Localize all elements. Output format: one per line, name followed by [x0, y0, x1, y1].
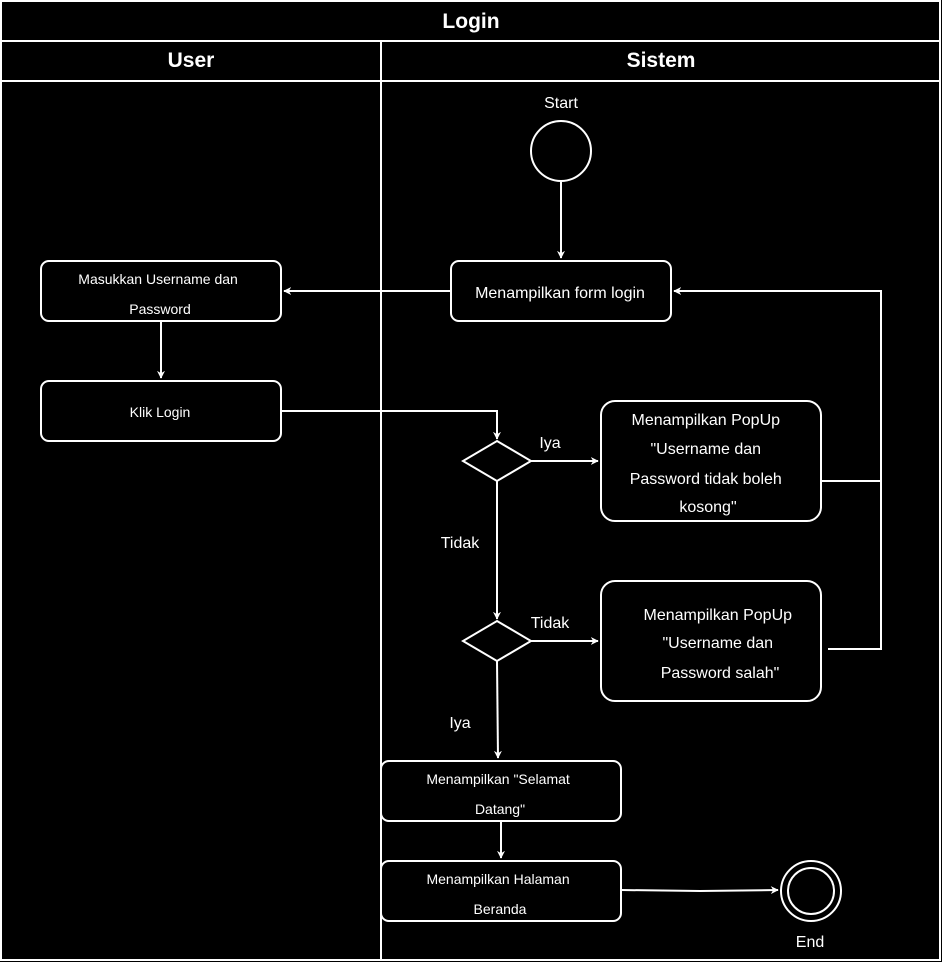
start-label: Start	[544, 95, 578, 112]
action-popup-empty	[600, 400, 822, 522]
action-home-text: Menampilkan Halaman Beranda	[426, 871, 573, 917]
action-popup-wrong-text: Menampilkan PopUp "Username dan Password…	[644, 607, 797, 682]
action-welcome-text: Menampilkan "Selamat Datang"	[426, 771, 573, 817]
action-input-credentials	[40, 260, 282, 322]
edge-click-to-decision1	[281, 410, 501, 440]
edge-popup-wrong-to-form	[828, 481, 882, 650]
start-node	[530, 120, 592, 182]
action-home	[380, 860, 622, 922]
edge-label-d2-no: Tidak	[531, 615, 571, 632]
action-welcome	[380, 760, 622, 822]
pool-title: Login	[442, 10, 499, 33]
edge-label-d2-yes: Iya	[449, 715, 470, 732]
edge-popup-empty-to-form	[673, 287, 882, 482]
action-popup-wrong	[600, 580, 822, 702]
end-label: End	[796, 934, 824, 951]
end-node-inner	[787, 867, 835, 915]
decision-credentials-valid	[461, 619, 533, 663]
action-show-login-form-text: Menampilkan form login	[475, 285, 645, 302]
action-click-login-text: Klik Login	[130, 404, 191, 420]
edge-home-to-end	[620, 886, 779, 895]
action-popup-empty-text: Menampilkan PopUp "Username dan Password…	[630, 412, 787, 516]
lane-header-user: User	[168, 49, 215, 72]
action-input-credentials-text: Masukkan Username dan Password	[78, 271, 241, 317]
lane-header-sistem: Sistem	[627, 49, 696, 72]
edge-label-d1-no: Tidak	[441, 535, 481, 552]
decision-fields-empty	[461, 439, 533, 483]
edge-decision2-yes	[493, 660, 502, 759]
action-show-login-form	[450, 260, 672, 322]
edge-label-d1-yes: Iya	[539, 435, 560, 452]
action-click-login	[40, 380, 282, 442]
end-node	[780, 860, 842, 922]
